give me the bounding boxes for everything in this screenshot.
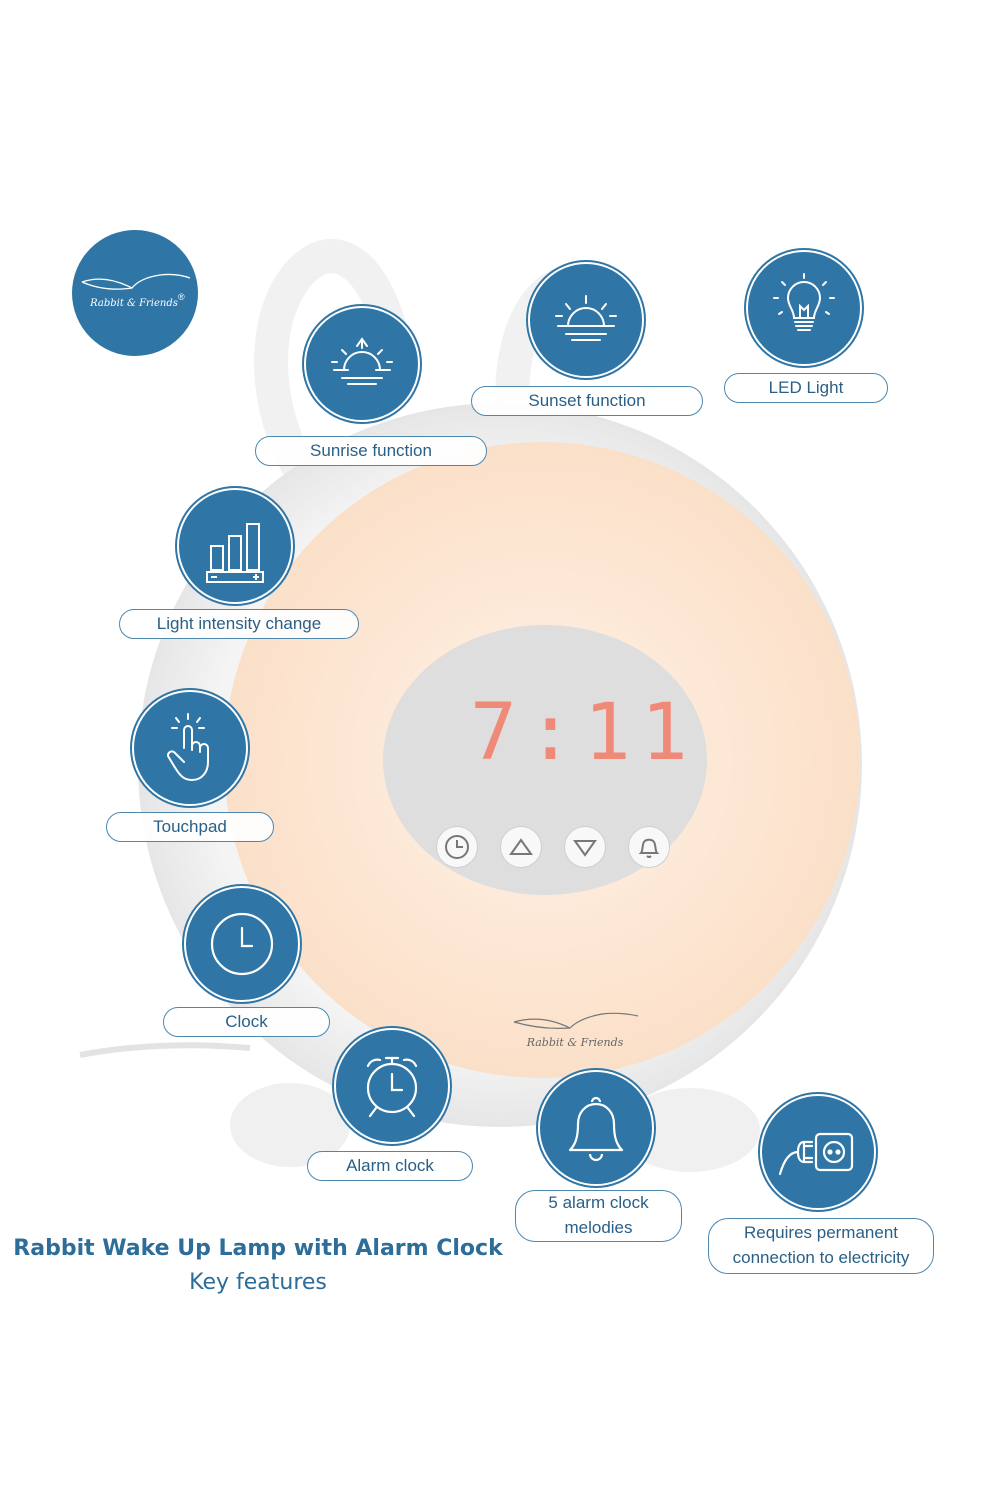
page-title: Rabbit Wake Up Lamp with Alarm Clock [13, 1236, 503, 1261]
bell-small-icon [638, 838, 660, 858]
clock-small-icon [445, 835, 469, 859]
right-foot [620, 1088, 760, 1172]
feature-led-light-label: LED Light [724, 373, 888, 403]
touch-hand-icon [166, 713, 209, 781]
power-cable [79, 1042, 251, 1058]
alarm-clock-icon [366, 1056, 418, 1118]
feature-alarm-clock [334, 1028, 450, 1144]
feature-light-intensity [177, 488, 293, 604]
lamp-button-up[interactable] [500, 826, 542, 868]
sunset-icon [555, 295, 617, 341]
lamp-button-down[interactable] [564, 826, 606, 868]
feature-alarm-melodies [538, 1070, 654, 1186]
feature-clock [184, 886, 300, 1002]
feature-sunrise [304, 306, 420, 422]
sunrise-icon [331, 337, 393, 385]
feature-light-intensity-label: Light intensity change [119, 609, 359, 639]
plug-socket-icon [778, 1132, 854, 1176]
feature-led-light [746, 250, 862, 366]
lamp-brand-text: Rabbit & Friends [526, 1036, 624, 1049]
light-bulb-icon [773, 273, 835, 331]
page-subtitle: Key features [189, 1270, 327, 1295]
feature-alarm-clock-label: Alarm clock [307, 1151, 473, 1181]
left-ear [254, 239, 417, 487]
clock-icon [210, 912, 274, 976]
registered-mark: ® [178, 292, 185, 302]
lamp-brand-logo-icon [513, 1012, 639, 1029]
feature-clock-label: Clock [163, 1007, 330, 1037]
lamp-button-alarm[interactable] [628, 826, 670, 868]
arrow-up-icon [509, 838, 533, 855]
arrow-down-icon [573, 840, 597, 857]
bell-icon [568, 1096, 624, 1162]
feature-sunset-label: Sunset function [471, 386, 703, 416]
intensity-bars-icon [206, 523, 264, 583]
clock-digits: 7:11 [470, 688, 698, 778]
lamp-button-clock[interactable] [436, 826, 478, 868]
feature-sunrise-label: Sunrise function [255, 436, 487, 466]
feature-electricity [760, 1094, 876, 1210]
feature-sunset [528, 262, 644, 378]
left-foot [230, 1083, 350, 1167]
brand-badge: Rabbit & Friends ® [72, 230, 198, 356]
feature-touchpad [132, 690, 248, 806]
feature-electricity-label: Requires permanent connection to electri… [708, 1218, 934, 1274]
feature-alarm-melodies-label: 5 alarm clock melodies [515, 1190, 682, 1242]
brand-name: Rabbit & Friends [90, 298, 178, 309]
brand-wings-icon [81, 273, 191, 290]
feature-touchpad-label: Touchpad [106, 812, 274, 842]
